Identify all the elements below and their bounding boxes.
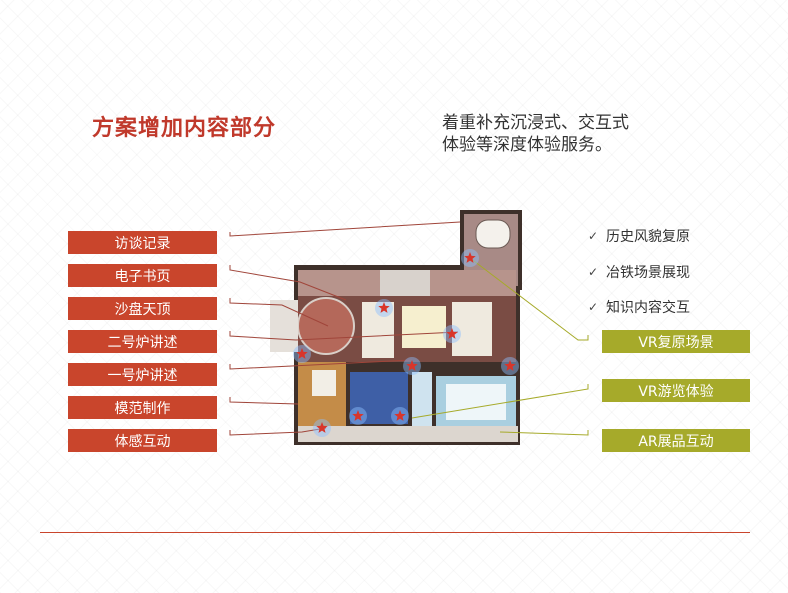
check-item-label: 历史风貌复原: [606, 229, 690, 245]
check-item-history: ✓ 历史风貌复原: [588, 226, 690, 246]
subtitle-line-1: 着重补充沉浸式、交互式: [442, 113, 629, 133]
label-model-making: 模范制作: [68, 396, 217, 419]
plan-exhibit-2: [402, 306, 446, 348]
plan-lobby: [380, 270, 430, 296]
plan-aqua-inner: [446, 384, 506, 420]
label-furnace-2-narration: 二号炉讲述: [68, 330, 217, 353]
label-somatosensory-interaction: 体感互动: [68, 429, 217, 452]
star-marker-icon: [446, 328, 458, 339]
connector-vr-tour: [411, 384, 589, 419]
star-marker-icon: [464, 252, 476, 263]
connector-interview: [229, 221, 461, 237]
label-vr-tour-experience: VR游览体验: [602, 379, 750, 402]
bottom-divider: [40, 532, 750, 533]
star-marker-icon: [378, 302, 390, 313]
star-marker-icon: [406, 360, 418, 371]
check-icon: ✓: [588, 229, 599, 243]
page-subtitle: 着重补充沉浸式、交互式 体验等深度体验服务。: [442, 112, 629, 156]
page-title: 方案增加内容部分: [92, 116, 277, 141]
star-marker-icon: [316, 422, 328, 433]
plan-lower-left-inner: [312, 370, 336, 396]
label-sandtable-ceiling: 沙盘天顶: [68, 297, 217, 320]
subtitle-line-2: 体验等深度体验服务。: [442, 135, 612, 155]
connector-ar: [499, 430, 589, 436]
connector-model: [229, 397, 299, 405]
star-marker-icon: [394, 410, 406, 421]
plan-top-room-oval: [475, 219, 511, 249]
connector-ebook: [229, 265, 347, 301]
check-icon: ✓: [588, 300, 599, 314]
floor-plan: [270, 210, 522, 445]
connector-vr-scene: [469, 257, 589, 341]
connector-furnace-2: [229, 331, 459, 341]
star-marker-icon: [504, 360, 516, 371]
plan-exhibit-3: [452, 302, 492, 356]
check-item-knowledge: ✓ 知识内容交互: [588, 297, 690, 317]
star-marker-icon: [296, 348, 308, 359]
connector-somatosensory: [229, 427, 327, 436]
check-item-label: 冶铁场景展现: [606, 265, 690, 281]
plan-light-room: [412, 372, 432, 426]
check-item-iron-scene: ✓ 冶铁场景展现: [588, 262, 690, 282]
label-ebook-page: 电子书页: [68, 264, 217, 287]
label-vr-restored-scene: VR复原场景: [602, 330, 750, 353]
connector-sandtable: [229, 298, 329, 327]
plan-bottom-strip: [298, 426, 518, 442]
label-interview-record: 访谈记录: [68, 231, 217, 254]
check-item-label: 知识内容交互: [606, 300, 690, 316]
star-marker-icon: [352, 410, 364, 421]
plan-markers: [293, 249, 519, 437]
label-ar-exhibit-interaction: AR展品互动: [602, 429, 750, 452]
connector-furnace-1: [229, 359, 413, 370]
plan-round-room: [297, 297, 355, 355]
plan-entrance: [270, 300, 298, 352]
label-furnace-1-narration: 一号炉讲述: [68, 363, 217, 386]
plan-exhibit-1: [362, 302, 394, 358]
check-icon: ✓: [588, 265, 599, 279]
connector-lines: [229, 221, 589, 436]
